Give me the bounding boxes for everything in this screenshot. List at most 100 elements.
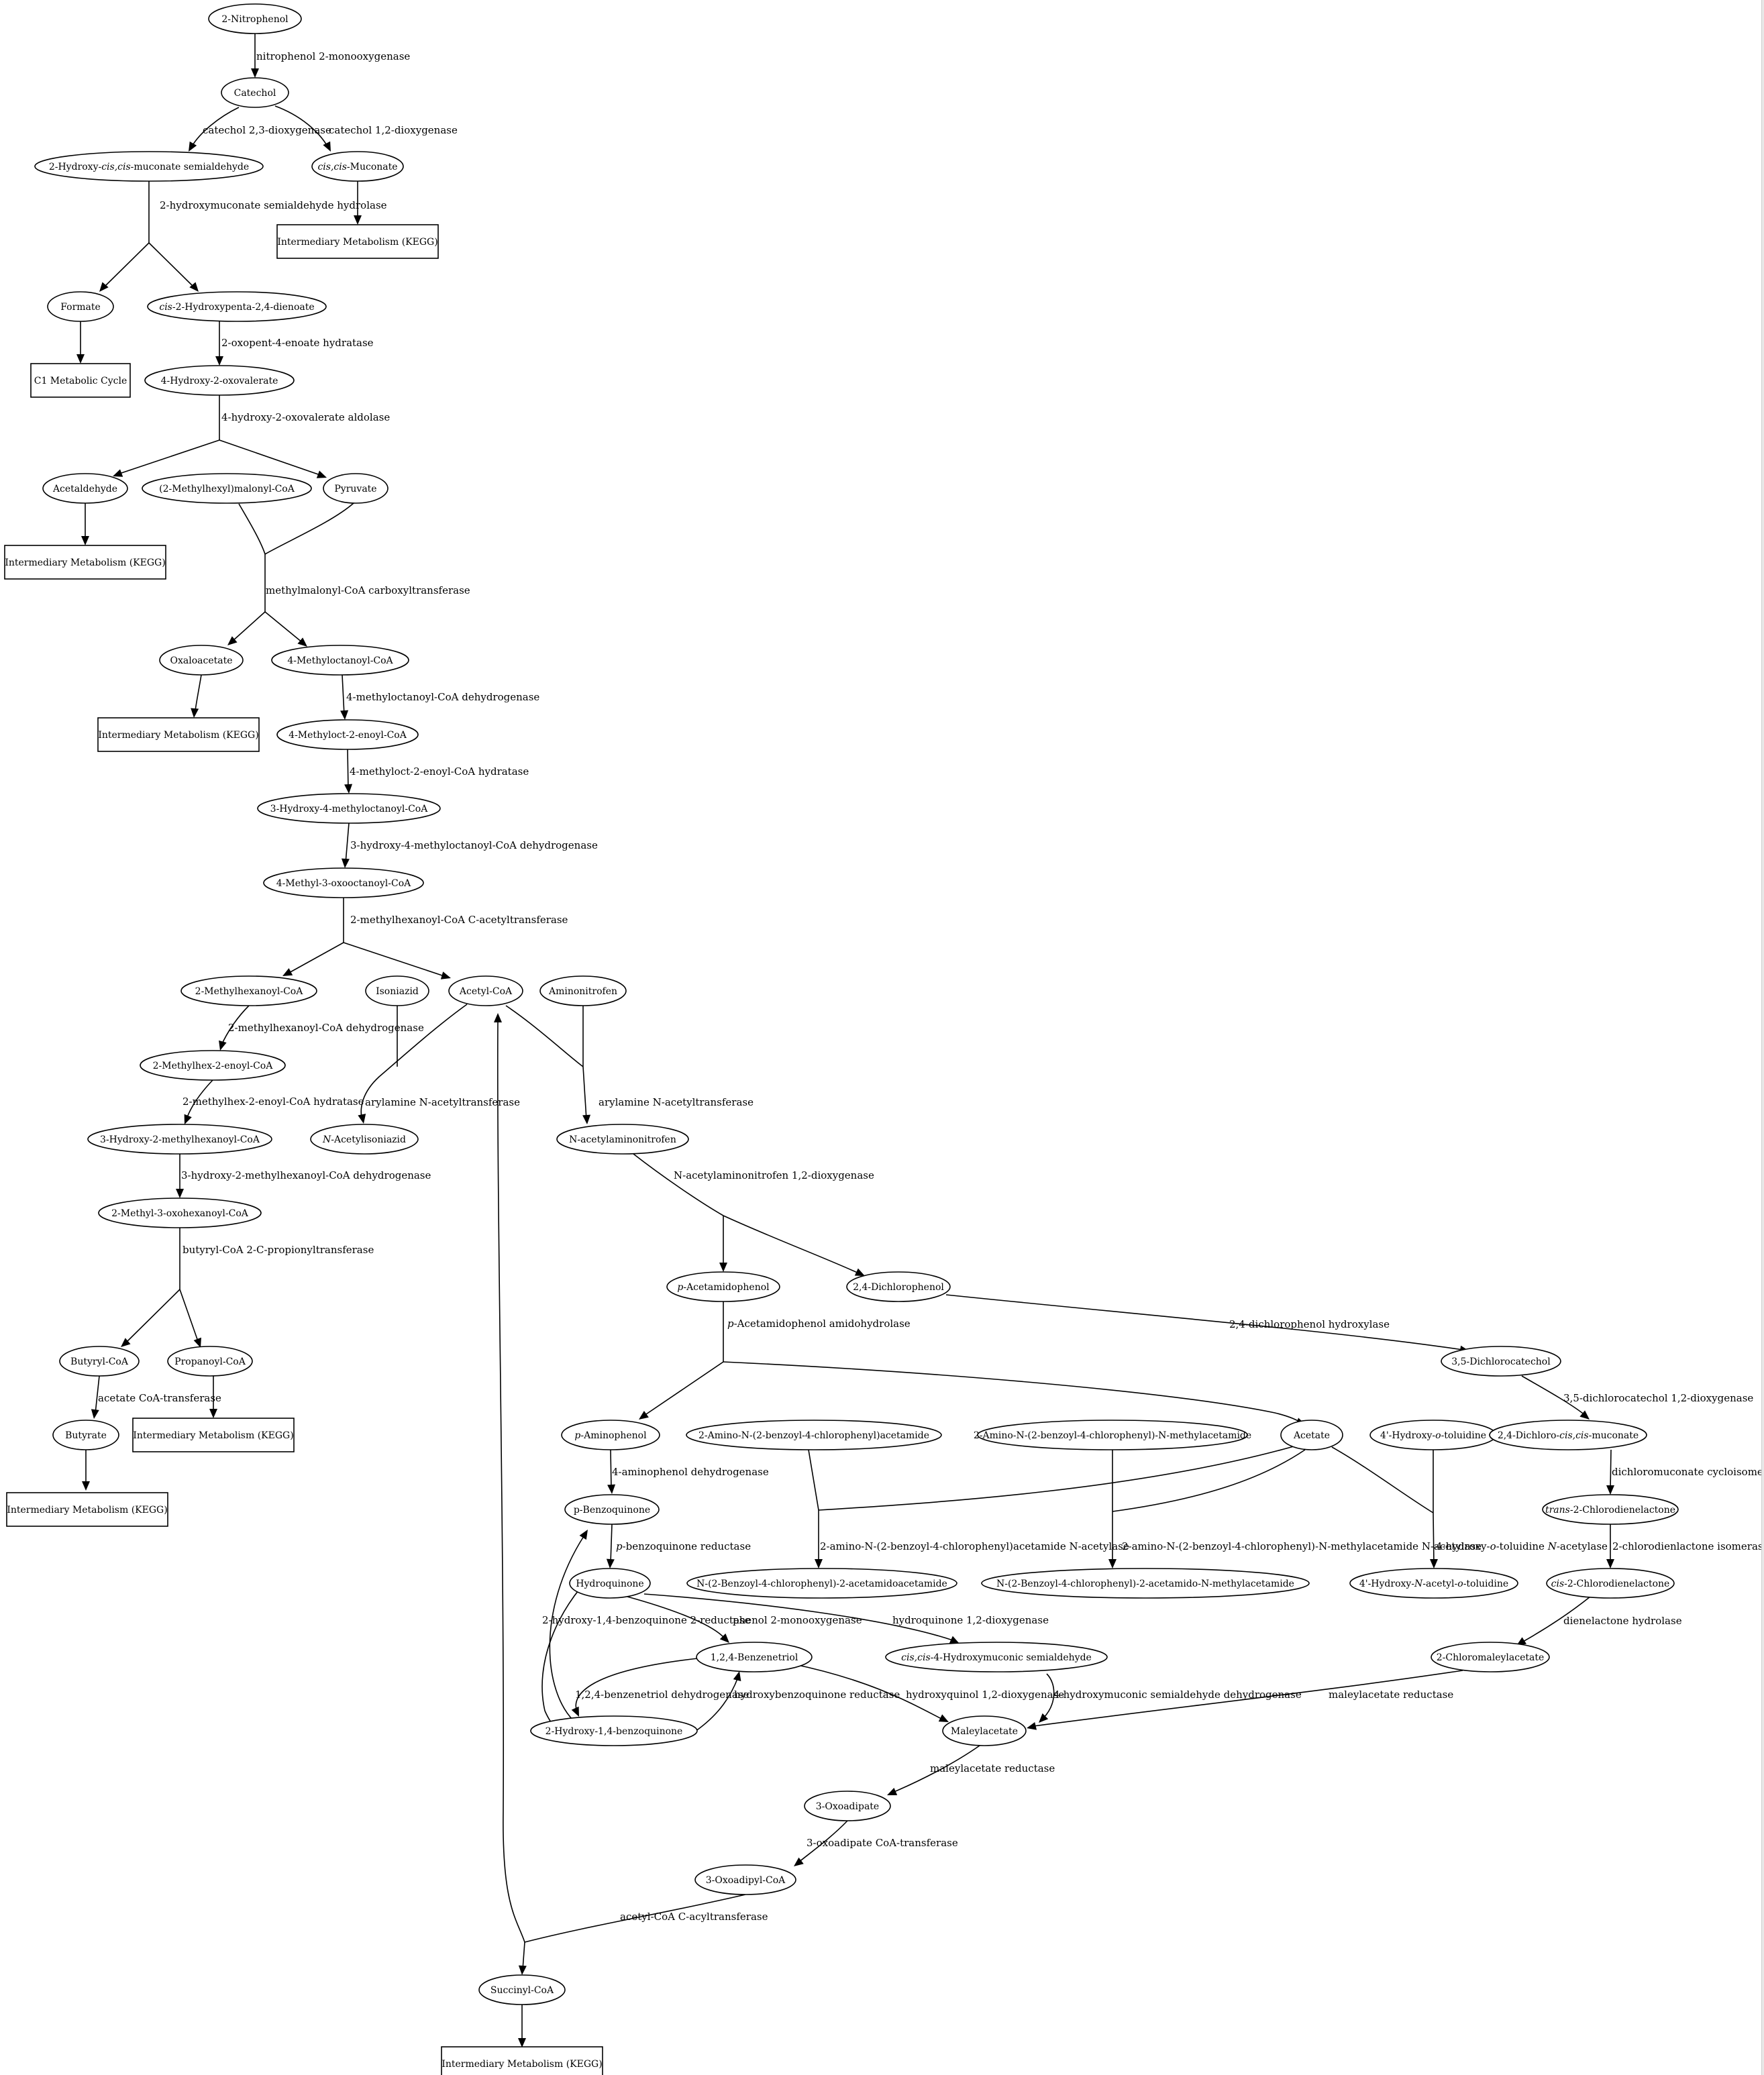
- node-n2m3o[interactable]: 2-Methyl-3-oxohexanoyl-CoA: [98, 1198, 262, 1228]
- node-ellipse[interactable]: [221, 77, 289, 108]
- node-ellipse[interactable]: [144, 365, 295, 396]
- node-ellipse[interactable]: [52, 1420, 119, 1450]
- node-ellipse[interactable]: [539, 975, 627, 1006]
- node-box[interactable]: [30, 363, 131, 398]
- node-nacetylcoa[interactable]: Acetyl-CoA: [448, 975, 523, 1006]
- node-nhpd[interactable]: cis-2-Hydroxypenta-2,4-dienoate: [147, 291, 327, 322]
- node-ellipse[interactable]: [323, 473, 388, 504]
- node-nbutyrylcoa[interactable]: Butyryl-CoA: [59, 1346, 140, 1377]
- node-naminonitro[interactable]: Aminonitrofen: [539, 975, 627, 1006]
- node-ncatechol[interactable]: Catechol: [221, 77, 289, 108]
- node-ellipse[interactable]: [666, 1271, 780, 1302]
- node-ellipse[interactable]: [159, 645, 244, 676]
- node-nformate[interactable]: Formate: [47, 291, 114, 322]
- node-nisoniazid[interactable]: Isoniazid: [365, 975, 429, 1006]
- node-nacetylamino[interactable]: N-acetylaminonitrofen: [556, 1124, 689, 1155]
- node-ellipse[interactable]: [694, 1864, 796, 1895]
- node-ellipse[interactable]: [257, 793, 441, 824]
- node-n2nitro[interactable]: 2-Nitrophenol: [208, 3, 302, 34]
- node-nacetyliso[interactable]: N-Acetylisoniazid: [310, 1124, 419, 1155]
- node-ellipse[interactable]: [208, 3, 302, 34]
- node-ellipse[interactable]: [846, 1271, 951, 1302]
- node-n4mo2e[interactable]: 4-Methyloct-2-enoyl-CoA: [276, 719, 419, 750]
- node-ellipse[interactable]: [686, 1568, 957, 1599]
- node-ellipse[interactable]: [530, 1715, 698, 1746]
- node-n24dccm[interactable]: 2,4-Dichloro-cis,cis-muconate: [1489, 1420, 1647, 1450]
- node-npyruvate[interactable]: Pyruvate: [323, 473, 388, 504]
- node-nnbca[interactable]: N-(2-Benzoyl-4-chlorophenyl)-2-acetamido…: [686, 1568, 957, 1599]
- node-ellipse[interactable]: [942, 1715, 1027, 1746]
- node-nimk6[interactable]: Intermediary Metabolism (KEGG): [441, 2046, 603, 2075]
- node-ellipse[interactable]: [1280, 1420, 1343, 1450]
- node-ellipse[interactable]: [1489, 1420, 1647, 1450]
- node-ellipse[interactable]: [1546, 1568, 1675, 1599]
- node-npbq[interactable]: p-Benzoquinone: [564, 1494, 660, 1525]
- node-box[interactable]: [4, 545, 166, 580]
- node-ellipse[interactable]: [147, 291, 327, 322]
- node-n24dcp[interactable]: 2,4-Dichlorophenol: [846, 1271, 951, 1302]
- node-nhov[interactable]: 4-Hydroxy-2-oxovalerate: [144, 365, 295, 396]
- node-n124bt[interactable]: 1,2,4-Benzenetriol: [696, 1642, 813, 1672]
- node-ellipse[interactable]: [167, 1346, 253, 1377]
- node-ellipse[interactable]: [42, 473, 128, 504]
- node-ellipse[interactable]: [1431, 1642, 1550, 1672]
- node-ellipse[interactable]: [569, 1568, 651, 1599]
- node-ellipse[interactable]: [478, 1974, 566, 2005]
- node-ellipse[interactable]: [561, 1420, 660, 1450]
- node-ellipse[interactable]: [981, 1568, 1310, 1599]
- node-noxalo[interactable]: Oxaloacetate: [159, 645, 244, 676]
- node-nsuccinyl[interactable]: Succinyl-CoA: [478, 1974, 566, 2005]
- node-nhms[interactable]: 2-Hydroxy-cis,cis-muconate semialdehyde: [34, 151, 264, 182]
- node-npamino[interactable]: p-Aminophenol: [561, 1420, 660, 1450]
- node-ellipse[interactable]: [59, 1346, 140, 1377]
- node-nimk1[interactable]: Intermediary Metabolism (KEGG): [276, 224, 439, 259]
- node-ntrans2cd[interactable]: trans-2-Chlorodienelactone: [1542, 1494, 1679, 1525]
- node-n2mh2e[interactable]: 2-Methylhex-2-enoyl-CoA: [140, 1050, 286, 1081]
- node-ellipse[interactable]: [140, 1050, 286, 1081]
- node-n2h14bq[interactable]: 2-Hydroxy-1,4-benzoquinone: [530, 1715, 698, 1746]
- node-npacet[interactable]: p-Acetamidophenol: [666, 1271, 780, 1302]
- node-ellipse[interactable]: [564, 1494, 660, 1525]
- node-ellipse[interactable]: [1441, 1346, 1561, 1377]
- node-ellipse[interactable]: [271, 645, 409, 676]
- node-ellipse[interactable]: [263, 867, 424, 898]
- node-nacetald[interactable]: Acetaldehyde: [42, 473, 128, 504]
- node-npropcoa[interactable]: Propanoyl-CoA: [167, 1346, 253, 1377]
- node-n4moc[interactable]: 4-Methyloctanoyl-CoA: [271, 645, 409, 676]
- node-n4hot[interactable]: 4'-Hydroxy-o-toluidine: [1369, 1420, 1497, 1450]
- node-n35dcc[interactable]: 3,5-Dichlorocatechol: [1441, 1346, 1561, 1377]
- node-ncc4hms[interactable]: cis,cis-4-Hydroxymuconic semialdehyde: [885, 1642, 1108, 1672]
- node-ellipse[interactable]: [87, 1124, 272, 1155]
- node-box[interactable]: [6, 1492, 168, 1527]
- node-nc1[interactable]: C1 Metabolic Cycle: [30, 363, 131, 398]
- node-n2abcm[interactable]: 2-Amino-N-(2-benzoyl-4-chlorophenyl)-N-m…: [974, 1420, 1251, 1450]
- node-nacetate[interactable]: Acetate: [1280, 1420, 1343, 1450]
- node-ellipse[interactable]: [1349, 1568, 1518, 1599]
- node-ellipse[interactable]: [180, 975, 317, 1006]
- node-n3h2m[interactable]: 3-Hydroxy-2-methylhexanoyl-CoA: [87, 1124, 272, 1155]
- node-ellipse[interactable]: [311, 151, 404, 182]
- node-nimk4[interactable]: Intermediary Metabolism (KEGG): [132, 1418, 295, 1452]
- node-ncis2cd[interactable]: cis-2-Chlorodienelactone: [1546, 1568, 1675, 1599]
- node-n4m3o[interactable]: 4-Methyl-3-oxooctanoyl-CoA: [263, 867, 424, 898]
- node-nccm[interactable]: cis,cis-Muconate: [311, 151, 404, 182]
- vertical-scrollbar[interactable]: [1761, 0, 1764, 2075]
- node-nmaleyl[interactable]: Maleylacetate: [942, 1715, 1027, 1746]
- node-ellipse[interactable]: [98, 1198, 262, 1228]
- node-nnbcm[interactable]: N-(2-Benzoyl-4-chlorophenyl)-2-acetamido…: [981, 1568, 1310, 1599]
- node-n2abca[interactable]: 2-Amino-N-(2-benzoyl-4-chlorophenyl)acet…: [686, 1420, 942, 1450]
- node-nimk3[interactable]: Intermediary Metabolism (KEGG): [97, 717, 260, 752]
- node-ellipse[interactable]: [696, 1642, 813, 1672]
- node-ellipse[interactable]: [885, 1642, 1108, 1672]
- node-nmhm[interactable]: (2-Methylhexyl)malonyl-CoA: [142, 473, 312, 504]
- node-ellipse[interactable]: [977, 1420, 1248, 1450]
- node-ellipse[interactable]: [448, 975, 523, 1006]
- node-ellipse[interactable]: [804, 1791, 891, 1821]
- node-box[interactable]: [441, 2046, 603, 2075]
- node-box[interactable]: [97, 717, 260, 752]
- node-n2cma[interactable]: 2-Chloromaleylacetate: [1431, 1642, 1550, 1672]
- node-n3oxoad[interactable]: 3-Oxoadipate: [804, 1791, 891, 1821]
- node-n3h4m[interactable]: 3-Hydroxy-4-methyloctanoyl-CoA: [257, 793, 441, 824]
- node-ellipse[interactable]: [142, 473, 312, 504]
- node-ellipse[interactable]: [686, 1420, 942, 1450]
